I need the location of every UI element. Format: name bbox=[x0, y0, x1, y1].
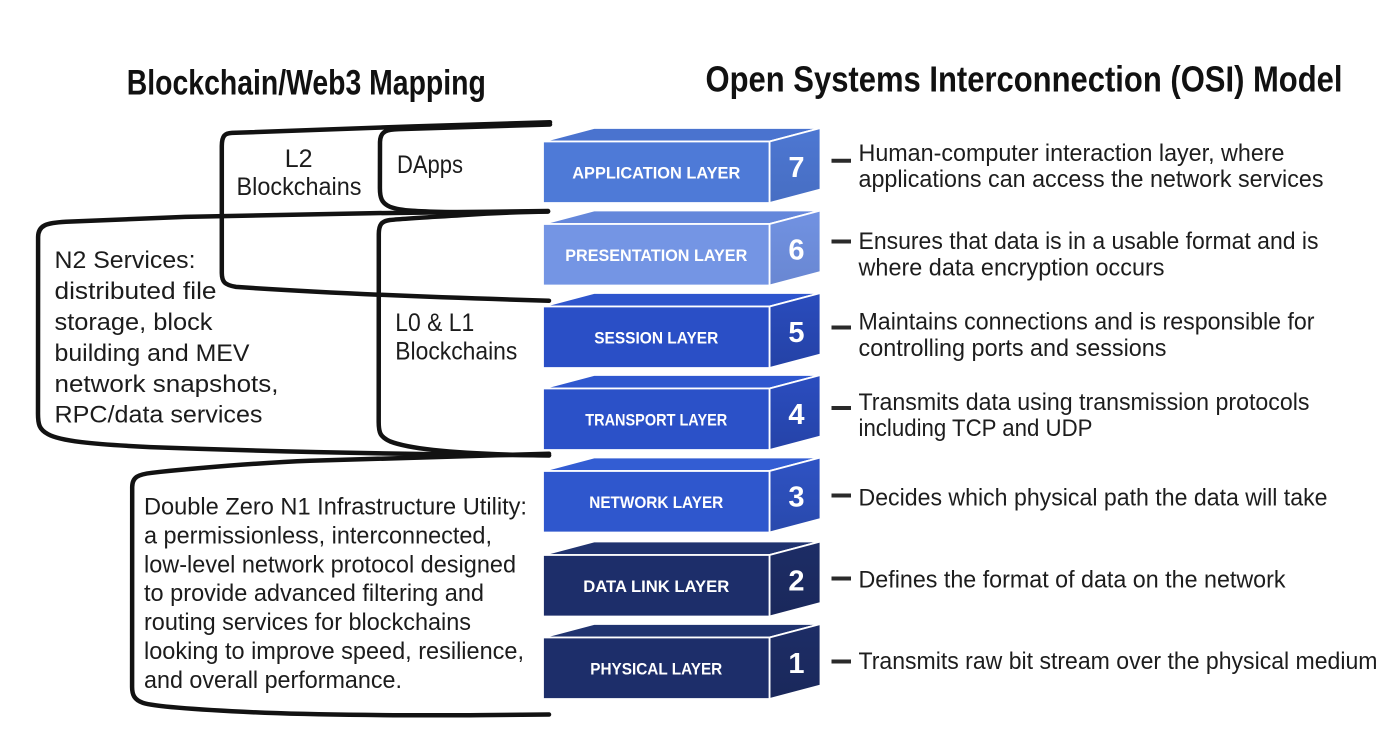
svg-text:RPC/data services: RPC/data services bbox=[55, 402, 263, 429]
svg-text:2: 2 bbox=[788, 566, 804, 598]
svg-text:Defines the format of data on: Defines the format of data on the networ… bbox=[859, 567, 1287, 594]
svg-text:1: 1 bbox=[788, 648, 804, 680]
svg-text:Maintains connections and is r: Maintains connections and is responsible… bbox=[859, 309, 1315, 336]
svg-text:4: 4 bbox=[788, 399, 804, 431]
svg-text:Decides which physical path th: Decides which physical path the data wil… bbox=[859, 485, 1328, 512]
svg-text:NETWORK LAYER: NETWORK LAYER bbox=[589, 493, 723, 512]
svg-text:Blockchain/Web3 Mapping: Blockchain/Web3 Mapping bbox=[127, 64, 486, 103]
svg-text:including TCP and UDP: including TCP and UDP bbox=[859, 415, 1093, 442]
svg-text:distributed file: distributed file bbox=[55, 278, 217, 305]
svg-text:low-level network protocol des: low-level network protocol designed bbox=[144, 551, 516, 578]
svg-text:looking to improve speed, resi: looking to improve speed, resilience, bbox=[144, 638, 524, 665]
svg-text:L0 & L1: L0 & L1 bbox=[395, 309, 474, 337]
svg-text:Blockchains: Blockchains bbox=[395, 337, 517, 365]
svg-text:TRANSPORT LAYER: TRANSPORT LAYER bbox=[585, 411, 727, 430]
svg-text:APPLICATION LAYER: APPLICATION LAYER bbox=[572, 164, 740, 183]
svg-text:L2: L2 bbox=[285, 145, 313, 173]
svg-text:6: 6 bbox=[788, 235, 804, 267]
svg-text:Open Systems Interconnection (: Open Systems Interconnection (OSI) Model bbox=[706, 59, 1343, 100]
svg-text:where data encryption occurs: where data encryption occurs bbox=[858, 255, 1165, 282]
svg-text:Transmits data using transmiss: Transmits data using transmission protoc… bbox=[859, 389, 1310, 416]
svg-text:network snapshots,: network snapshots, bbox=[55, 371, 279, 398]
svg-text:7: 7 bbox=[788, 152, 804, 184]
svg-text:to provide advanced filtering: to provide advanced filtering and bbox=[144, 580, 484, 607]
svg-text:Human-computer interaction lay: Human-computer interaction layer, where bbox=[859, 140, 1285, 167]
svg-text:DApps: DApps bbox=[397, 151, 463, 179]
svg-text:DATA LINK LAYER: DATA LINK LAYER bbox=[583, 577, 729, 596]
svg-text:PHYSICAL LAYER: PHYSICAL LAYER bbox=[590, 660, 722, 679]
svg-text:routing services for blockchai: routing services for blockchains bbox=[144, 609, 471, 636]
svg-text:SESSION LAYER: SESSION LAYER bbox=[594, 329, 718, 348]
svg-text:5: 5 bbox=[788, 317, 804, 349]
svg-text:building and MEV: building and MEV bbox=[55, 340, 250, 367]
svg-text:Double Zero N1 Infrastructure: Double Zero N1 Infrastructure Utility: bbox=[144, 494, 527, 521]
svg-text:controlling ports and sessions: controlling ports and sessions bbox=[859, 335, 1167, 362]
svg-text:Blockchains: Blockchains bbox=[237, 173, 362, 201]
svg-text:N2 Services:: N2 Services: bbox=[55, 247, 196, 274]
svg-text:and overall performance.: and overall performance. bbox=[144, 667, 402, 694]
svg-text:storage, block: storage, block bbox=[55, 309, 214, 336]
svg-text:3: 3 bbox=[788, 482, 804, 514]
svg-text:a permissionless, interconnect: a permissionless, interconnected, bbox=[144, 522, 492, 549]
svg-text:PRESENTATION LAYER: PRESENTATION LAYER bbox=[565, 246, 747, 265]
svg-text:applications can access the ne: applications can access the network serv… bbox=[859, 166, 1324, 193]
svg-text:Transmits raw bit stream over: Transmits raw bit stream over the physic… bbox=[859, 648, 1378, 675]
svg-text:Ensures that data is in a usab: Ensures that data is in a usable format … bbox=[859, 228, 1319, 255]
